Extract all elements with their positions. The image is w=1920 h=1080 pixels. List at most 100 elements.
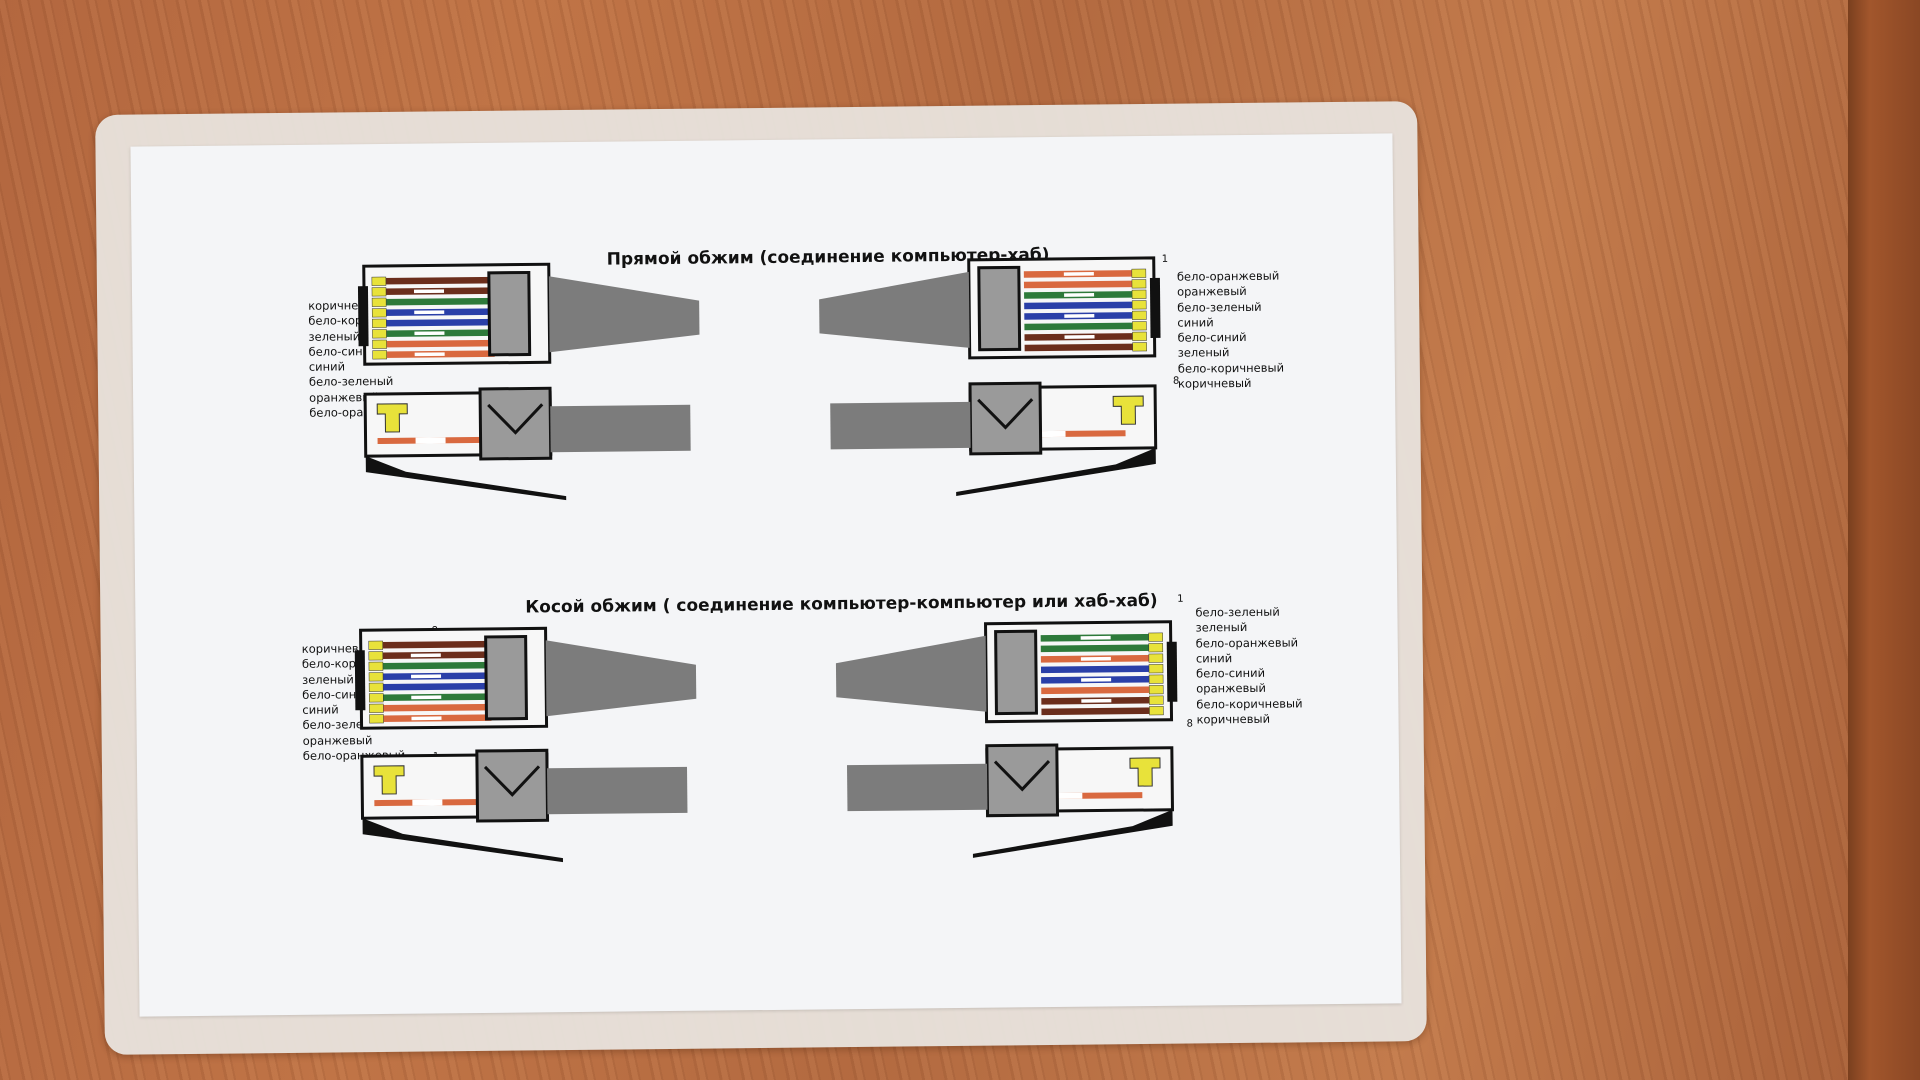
wire-blue	[1024, 301, 1145, 310]
crimp-wedge	[483, 765, 541, 797]
plug-edge	[357, 286, 369, 347]
contact-blade	[1129, 757, 1161, 787]
strain-relief-side	[968, 381, 1043, 456]
plug-edge	[354, 650, 366, 711]
contact-pin	[368, 640, 384, 650]
strain-relief	[487, 270, 532, 357]
wire-stripe	[1081, 698, 1112, 703]
contact-pin	[372, 318, 387, 328]
wire-green	[374, 297, 495, 306]
contact-pin	[371, 276, 387, 286]
contact-pin	[1148, 674, 1164, 684]
strain-relief	[484, 635, 529, 721]
wire-brown	[1041, 707, 1162, 716]
latch	[365, 456, 567, 501]
contact-pin	[1148, 653, 1164, 663]
contact-blade	[373, 765, 405, 795]
contact-pin	[1131, 289, 1147, 299]
cable-side	[550, 404, 691, 453]
contact-pin	[1149, 706, 1164, 716]
contact-blade	[1112, 395, 1144, 425]
contact-pin	[1149, 695, 1164, 705]
wire-stripe	[414, 331, 445, 336]
wire-brown	[370, 640, 491, 649]
contact-pin	[368, 682, 384, 692]
cable	[545, 640, 697, 717]
cable	[835, 635, 987, 712]
contact-pin	[368, 651, 384, 661]
crimp-diagram	[354, 256, 1178, 863]
latch	[362, 818, 563, 863]
wire-orange	[1023, 280, 1145, 289]
crimp-wedge	[993, 760, 1051, 792]
contact-pin	[1148, 685, 1164, 695]
strain-relief-side	[475, 748, 550, 823]
wire-brown	[373, 276, 494, 285]
contact-pin	[368, 661, 384, 671]
wire-green	[1024, 322, 1145, 331]
contact-pin	[372, 350, 387, 360]
strain-relief-side	[985, 743, 1060, 818]
contact-pin	[371, 308, 387, 318]
wire-stripe	[414, 352, 445, 357]
wire-blue	[374, 318, 495, 327]
contact-pin	[1131, 279, 1147, 289]
contact-pin	[372, 329, 387, 339]
crimp-wedge	[487, 403, 544, 435]
wire-stripe	[1063, 272, 1094, 276]
cable-side	[846, 763, 988, 812]
wire-blue	[1040, 665, 1162, 674]
wire-side-stripe	[1035, 430, 1066, 438]
contact-pin	[1148, 664, 1164, 674]
wire-orange	[371, 703, 492, 712]
wire-brown	[1024, 343, 1145, 352]
cable-side	[830, 401, 971, 450]
strain-relief	[977, 265, 1022, 352]
contact-pin	[372, 339, 387, 349]
contact-pin	[368, 672, 384, 682]
wire-stripe	[413, 289, 445, 294]
contact-pin	[1132, 331, 1147, 341]
wire-orange	[374, 339, 495, 348]
wire-stripe	[1064, 314, 1095, 318]
latch	[972, 809, 1173, 858]
wire-orange	[1041, 686, 1162, 695]
wire-stripe	[414, 310, 445, 315]
cable-side	[547, 766, 688, 815]
strain-relief-side	[478, 386, 553, 461]
printed-sheet: Прямой обжим (соединение компьютер-хаб) …	[130, 133, 1402, 1017]
contact-pin	[1131, 300, 1147, 310]
plug-edge	[1166, 641, 1178, 702]
wire-stripe	[411, 716, 442, 721]
contact-pin	[368, 693, 384, 703]
contact-pin	[369, 714, 384, 724]
cable	[819, 271, 970, 348]
wire-stripe	[1080, 656, 1111, 661]
wire-side-stripe	[412, 799, 443, 806]
contact-pin	[1148, 632, 1163, 642]
contact-pin	[1132, 342, 1147, 352]
contact-pin	[371, 297, 387, 307]
contact-pin	[369, 703, 384, 713]
contact-pin	[1148, 643, 1164, 653]
plug-edge	[1149, 277, 1161, 338]
wire-blue	[371, 682, 492, 691]
wire-stripe	[1064, 335, 1095, 339]
contact-pin	[1131, 268, 1147, 278]
contact-pin	[371, 287, 387, 297]
wire-side-stripe	[1052, 792, 1083, 800]
contact-blade	[376, 403, 408, 433]
cable	[548, 276, 700, 353]
wire-stripe	[411, 695, 442, 700]
wire-stripe	[1064, 293, 1095, 297]
wire-stripe	[411, 674, 442, 679]
wire-stripe	[1080, 635, 1111, 640]
wire-green	[370, 661, 491, 670]
contact-pin	[1132, 310, 1147, 320]
wire-stripe	[1081, 677, 1112, 682]
contact-pin	[1132, 321, 1147, 331]
latch	[956, 447, 1156, 497]
wire-green	[1040, 644, 1161, 653]
wire-side-stripe	[415, 437, 446, 444]
crimp-wedge	[977, 398, 1034, 430]
